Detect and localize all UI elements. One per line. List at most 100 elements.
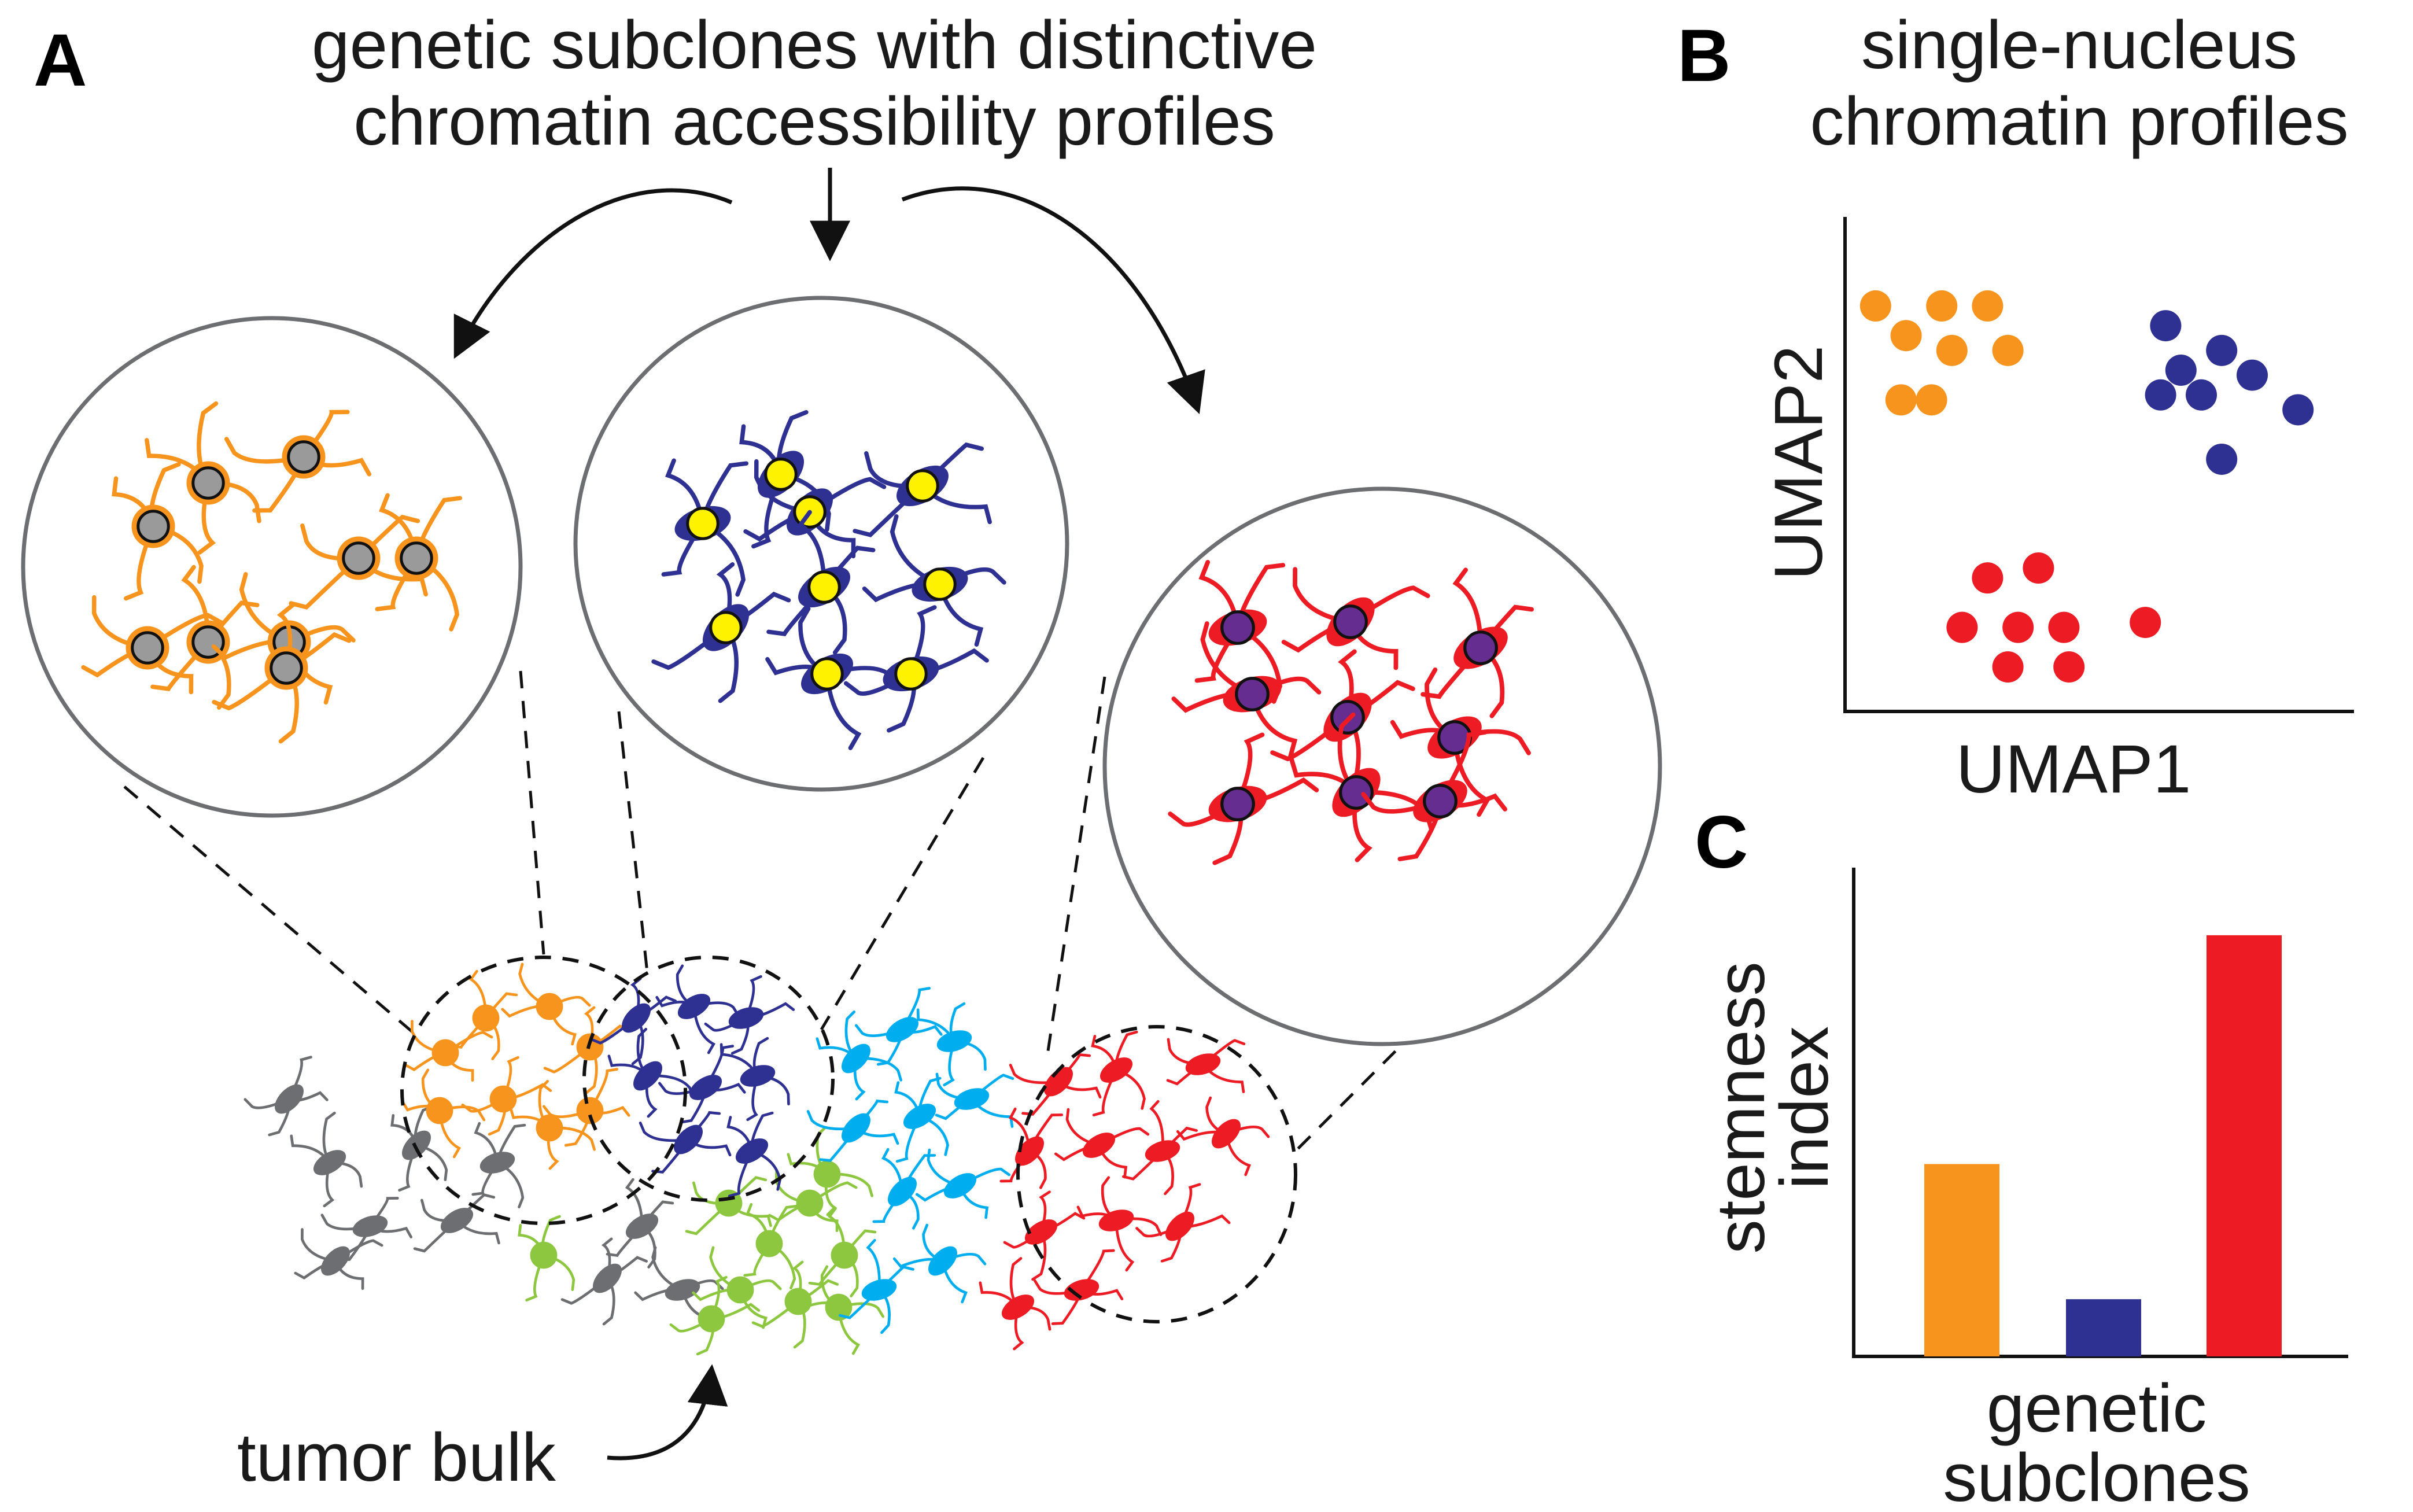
scatter-point bbox=[2165, 355, 2197, 386]
cell bbox=[704, 975, 795, 1055]
cell-body bbox=[426, 1097, 453, 1124]
cell-body bbox=[625, 1214, 659, 1239]
cell-body bbox=[622, 1003, 651, 1033]
scatter-point bbox=[2053, 651, 2085, 683]
scatter-point bbox=[2282, 394, 2314, 426]
cell bbox=[639, 1111, 732, 1174]
scatter-point bbox=[2002, 611, 2034, 643]
scatter-point bbox=[1890, 320, 1922, 352]
cell bbox=[224, 410, 372, 513]
umap-y-label: UMAP2 bbox=[1761, 345, 1837, 581]
cell-nucleus bbox=[136, 510, 170, 543]
cell bbox=[935, 1072, 1014, 1128]
cell bbox=[1122, 1100, 1198, 1196]
cell-body bbox=[735, 1138, 769, 1164]
cell-body bbox=[489, 1085, 517, 1113]
panel-c: C stemness index genetic subclones bbox=[1695, 801, 2348, 1512]
cell bbox=[1168, 732, 1319, 865]
cell bbox=[669, 1275, 761, 1356]
cell bbox=[294, 1228, 383, 1290]
cell-body bbox=[698, 1305, 725, 1333]
cell bbox=[916, 1002, 987, 1087]
cell bbox=[243, 1056, 329, 1137]
cell bbox=[915, 1148, 1011, 1219]
cell bbox=[404, 1020, 493, 1082]
cell bbox=[766, 510, 876, 655]
cell bbox=[543, 1006, 631, 1094]
cell-nucleus bbox=[1463, 630, 1498, 665]
cell-body bbox=[472, 1004, 500, 1032]
cell-body bbox=[1024, 1219, 1058, 1245]
cell-body bbox=[861, 1279, 897, 1301]
cell-body bbox=[726, 1276, 754, 1304]
cell-body bbox=[842, 1113, 870, 1143]
cell bbox=[1171, 621, 1322, 759]
umap-x-label: UMAP1 bbox=[1956, 731, 2191, 807]
cell-nucleus bbox=[807, 570, 841, 604]
cell-body bbox=[313, 1150, 346, 1175]
cell-nucleus bbox=[131, 631, 164, 665]
tumor-bulk-arrow bbox=[607, 1364, 728, 1461]
cell-body bbox=[689, 1075, 722, 1100]
bars bbox=[1924, 935, 2282, 1356]
cell bbox=[787, 1126, 873, 1216]
arrow-right bbox=[901, 186, 1205, 415]
cell bbox=[806, 1099, 899, 1162]
cell-body bbox=[321, 1246, 350, 1276]
cell-nucleus bbox=[1339, 775, 1374, 810]
cell-body bbox=[784, 1288, 812, 1315]
cell bbox=[765, 606, 901, 750]
bulk-dashed-circles bbox=[400, 956, 1297, 1323]
bar-y-label-line1: stemness bbox=[1703, 962, 1779, 1254]
scatter-point bbox=[2023, 552, 2054, 584]
scatter-point bbox=[1936, 334, 1968, 366]
bar-x-label-line2: subclones bbox=[1943, 1440, 2250, 1512]
cell-body bbox=[479, 1152, 515, 1174]
cell bbox=[1421, 567, 1534, 718]
scatter-point bbox=[1859, 290, 1891, 322]
cell-body bbox=[1001, 1295, 1035, 1320]
scatter-point bbox=[1926, 290, 1958, 322]
cell bbox=[872, 1148, 936, 1230]
cell-body bbox=[842, 1043, 870, 1074]
cell bbox=[658, 1045, 746, 1124]
cell bbox=[413, 1193, 500, 1253]
cell-body bbox=[536, 1114, 563, 1142]
zoom-line bbox=[617, 711, 650, 978]
cell bbox=[212, 603, 352, 744]
cell bbox=[501, 962, 591, 1046]
cell bbox=[81, 595, 224, 695]
bulk-circle-navy bbox=[582, 956, 835, 1202]
cell-nucleus bbox=[1220, 610, 1255, 645]
cell bbox=[145, 401, 261, 555]
umap-axes bbox=[1843, 217, 2354, 713]
cell-nucleus bbox=[810, 657, 844, 691]
bar bbox=[2207, 935, 2282, 1356]
scatter-point bbox=[1916, 384, 1947, 416]
cell-body bbox=[431, 1039, 459, 1067]
cell bbox=[449, 969, 518, 1060]
cell bbox=[800, 1265, 885, 1355]
cell bbox=[1091, 1030, 1146, 1117]
cell bbox=[892, 1223, 987, 1304]
cell bbox=[471, 1122, 526, 1209]
cell bbox=[839, 1238, 914, 1334]
cell bbox=[542, 1068, 630, 1147]
cell-body bbox=[677, 994, 711, 1019]
cell bbox=[808, 1207, 877, 1297]
cell bbox=[112, 462, 204, 601]
cell bbox=[1361, 729, 1507, 861]
cell bbox=[751, 1260, 839, 1349]
scatter-point bbox=[2130, 607, 2161, 639]
magnified-navy-subclone bbox=[573, 296, 1069, 792]
cell-nucleus bbox=[686, 507, 720, 540]
cell-body bbox=[674, 1124, 703, 1155]
cell-body bbox=[755, 1230, 783, 1257]
cell-body bbox=[536, 993, 563, 1020]
cell-nucleus bbox=[1333, 604, 1368, 639]
cell-body bbox=[530, 1241, 558, 1269]
cell-nucleus bbox=[1235, 677, 1270, 711]
cell-body bbox=[1044, 1067, 1073, 1097]
cell bbox=[894, 1076, 949, 1163]
